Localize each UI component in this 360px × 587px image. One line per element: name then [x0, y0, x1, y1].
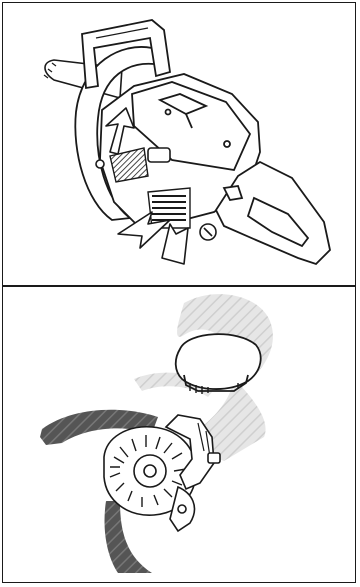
cooling-system-illustration: [2, 287, 356, 583]
chainsaw-airflow-illustration: [2, 2, 356, 285]
flywheel-fan: [104, 415, 220, 531]
